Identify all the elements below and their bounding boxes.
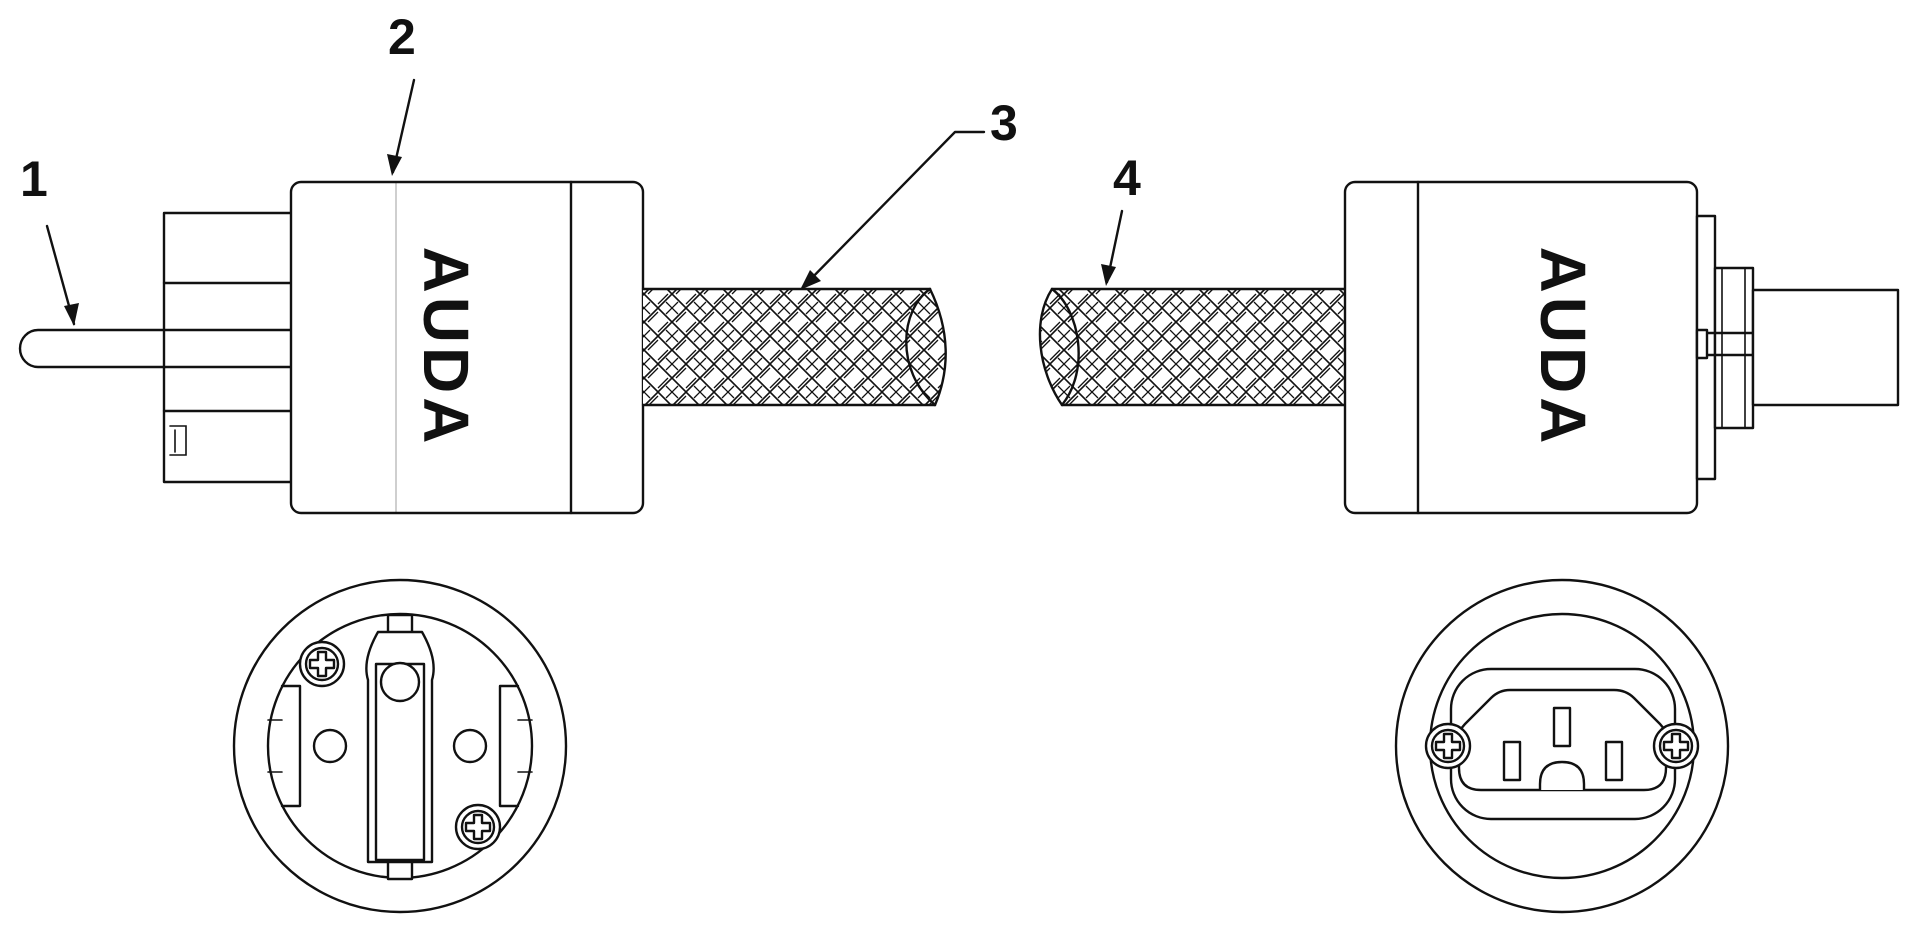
- leader-line-3: [800, 130, 986, 290]
- earth-contact: [1552, 706, 1572, 748]
- plug-pin: [18, 328, 167, 369]
- schuko-plug-side-view: AUDA: [18, 180, 645, 515]
- neutral-contact: [1604, 740, 1624, 782]
- pin-hole-left: [312, 728, 348, 764]
- earth-slot: [365, 613, 435, 881]
- leader-line-1: [45, 224, 79, 326]
- schuko-plug-front-view: [232, 578, 568, 914]
- screw-icon: [454, 803, 502, 851]
- iec-connector-front-view: [1394, 578, 1730, 914]
- pin-hole-right: [452, 728, 488, 764]
- connector-body: AUDA: [1343, 180, 1699, 515]
- callout-2: 2: [388, 9, 416, 65]
- iec-connector-side-view: AUDA: [1343, 180, 1900, 515]
- screw-icon: [1424, 722, 1472, 770]
- brand-logo-left: AUDA: [410, 247, 482, 448]
- plug-front-insert: [162, 211, 294, 484]
- callout-4: 4: [1113, 150, 1141, 206]
- leader-line-4: [1101, 209, 1124, 286]
- screw-icon: [298, 640, 346, 688]
- callout-1: 1: [20, 151, 48, 207]
- connector-collar: [1695, 214, 1755, 481]
- plug-body: AUDA: [289, 180, 645, 515]
- screw-icon: [1652, 722, 1700, 770]
- leader-line-2: [387, 78, 416, 176]
- connector-front-insert: [1751, 288, 1900, 407]
- live-contact: [1502, 740, 1522, 782]
- brand-logo-right: AUDA: [1527, 247, 1599, 448]
- braided-cable-left: [641, 287, 947, 407]
- callout-3: 3: [990, 95, 1018, 151]
- braided-cable-right: [1038, 287, 1347, 407]
